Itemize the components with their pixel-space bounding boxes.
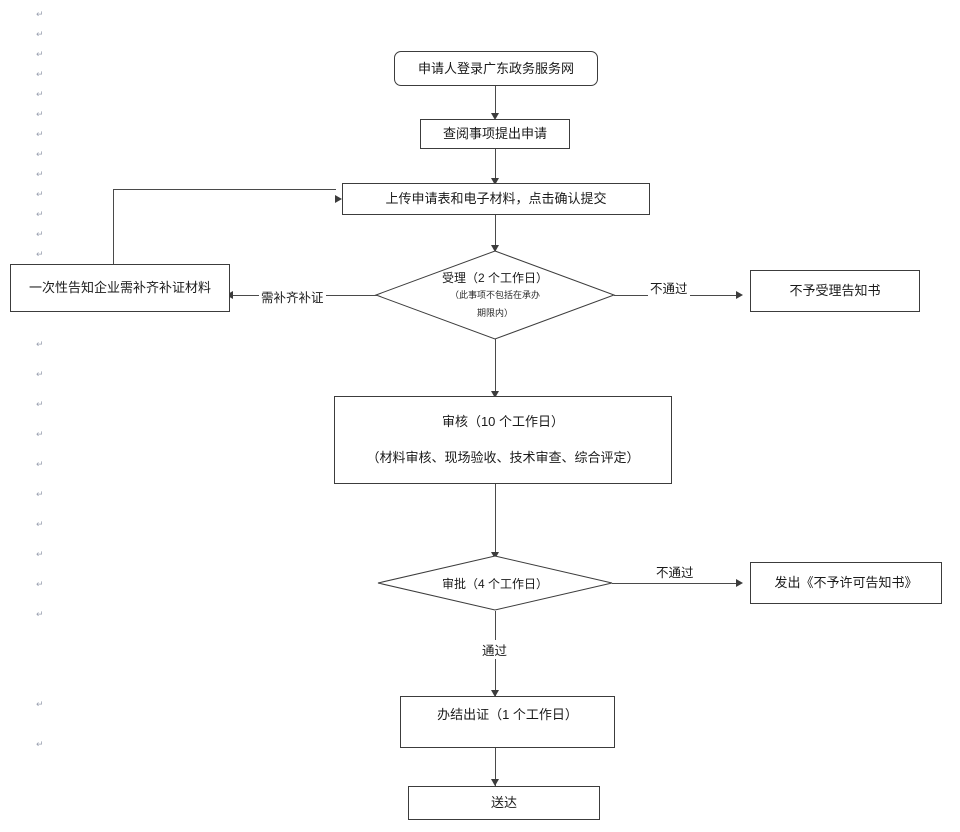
node-upload-label: 上传申请表和电子材料，点击确认提交 [385, 191, 607, 207]
node-review-sublabel: （材料审核、现场验收、技术审查、综合评定） [366, 449, 640, 465]
connector-review-to-approval [495, 484, 496, 558]
node-browse[interactable]: 查阅事项提出申请 [420, 119, 570, 149]
pilcrow-mark: ↵ [36, 519, 44, 529]
edge-label-accept-fail: 不通过 [648, 278, 690, 297]
arrowhead-right [736, 291, 743, 299]
connector-feedback-horizontal [113, 189, 336, 190]
arrowhead-down [491, 178, 499, 185]
node-browse-label: 查阅事项提出申请 [442, 126, 547, 142]
pilcrow-mark: ↵ [36, 49, 44, 59]
node-no-permit-notice[interactable]: 发出《不予许可告知书》 [750, 562, 942, 604]
node-review[interactable]: 审核（10 个工作日） （材料审核、现场验收、技术审查、综合评定） [334, 396, 672, 484]
arrowhead-right [736, 579, 743, 587]
pilcrow-mark: ↵ [36, 29, 44, 39]
pilcrow-mark: ↵ [36, 339, 44, 349]
connector-feedback-vertical [113, 189, 114, 264]
connector-approval-to-nopermit [612, 583, 739, 584]
pilcrow-mark: ↵ [36, 229, 44, 239]
node-reject-notice-label: 不予受理告知书 [789, 283, 881, 299]
pilcrow-mark: ↵ [36, 209, 44, 219]
pilcrow-mark: ↵ [36, 549, 44, 559]
diamond-shape [377, 555, 613, 611]
connector-login-to-browse [495, 86, 496, 118]
connector-upload-to-accept [495, 215, 496, 251]
pilcrow-mark: ↵ [36, 69, 44, 79]
pilcrow-mark: ↵ [36, 399, 44, 409]
connector-browse-to-upload [495, 149, 496, 184]
pilcrow-mark: ↵ [36, 169, 44, 179]
pilcrow-mark: ↵ [36, 249, 44, 259]
pilcrow-mark: ↵ [36, 129, 44, 139]
edge-label-need-supplement: 需补齐补证 [259, 287, 326, 306]
connector-accept-to-review [495, 339, 496, 397]
arrowhead-right [335, 195, 342, 203]
node-no-permit-notice-label: 发出《不予许可告知书》 [774, 575, 918, 591]
node-login-label: 申请人登录广东政务服务网 [417, 60, 574, 76]
diamond-shape [374, 250, 616, 340]
pilcrow-mark: ↵ [36, 579, 44, 589]
pilcrow-mark: ↵ [36, 89, 44, 99]
edge-label-approval-fail: 不通过 [654, 562, 696, 581]
pilcrow-mark: ↵ [36, 109, 44, 119]
node-upload[interactable]: 上传申请表和电子材料，点击确认提交 [342, 183, 650, 215]
node-notify-supplement-label: 一次性告知企业需补齐补证材料 [28, 280, 211, 296]
edge-label-approval-pass: 通过 [480, 640, 510, 659]
node-deliver-label: 送达 [490, 795, 517, 811]
pilcrow-mark: ↵ [36, 429, 44, 439]
arrowhead-down [491, 245, 499, 252]
node-deliver[interactable]: 送达 [408, 786, 600, 820]
node-reject-notice[interactable]: 不予受理告知书 [750, 270, 920, 312]
node-accept-decision[interactable]: 受理（2 个工作日） （此事项不包括在承办 期限内） [374, 250, 616, 340]
pilcrow-mark: ↵ [36, 459, 44, 469]
arrowhead-down [491, 113, 499, 120]
pilcrow-mark: ↵ [36, 9, 44, 19]
node-issue-certificate-label: 办结出证（1 个工作日） [437, 707, 578, 722]
node-login[interactable]: 申请人登录广东政务服务网 [394, 51, 598, 86]
connector-issue-to-deliver [495, 748, 496, 786]
pilcrow-mark: ↵ [36, 609, 44, 619]
arrowhead-down [491, 779, 499, 786]
arrowhead-down [491, 391, 499, 398]
pilcrow-mark: ↵ [36, 489, 44, 499]
pilcrow-mark: ↵ [36, 149, 44, 159]
pilcrow-mark: ↵ [36, 369, 44, 379]
pilcrow-mark: ↵ [36, 739, 44, 749]
node-review-label: 审核（10 个工作日） [441, 414, 565, 429]
pilcrow-mark: ↵ [36, 189, 44, 199]
node-notify-supplement[interactable]: 一次性告知企业需补齐补证材料 [10, 264, 230, 312]
node-approval-decision[interactable]: 审批（4 个工作日） [377, 555, 613, 611]
node-issue-certificate[interactable]: 办结出证（1 个工作日） [400, 696, 615, 748]
arrowhead-down [491, 690, 499, 697]
pilcrow-mark: ↵ [36, 699, 44, 709]
